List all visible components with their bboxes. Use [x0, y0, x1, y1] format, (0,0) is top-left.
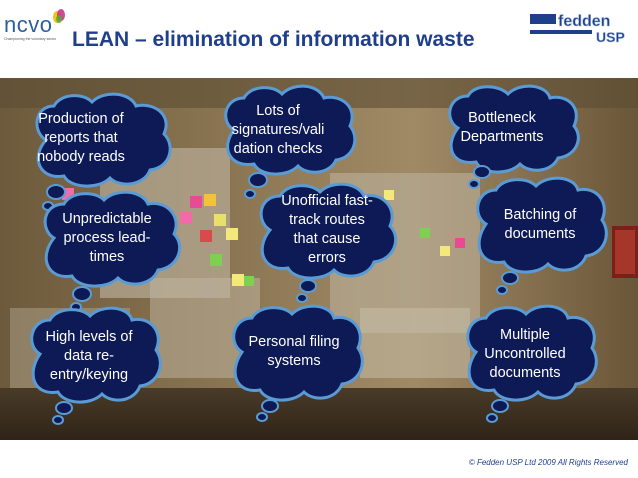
thought-bubble-fast-track: Unofficial fast- track routes that cause… — [252, 182, 402, 303]
slide-header: ncvo Championing the voluntary sector LE… — [0, 0, 638, 78]
bubble-text: Batching of documents — [503, 207, 577, 242]
thought-bubble-batching: Batching of documents — [470, 176, 610, 296]
bubble-text: Bottleneck Departments — [460, 110, 544, 145]
ncvo-logo-tagline: Championing the voluntary sector — [4, 37, 57, 41]
thought-bubble-bottleneck: Bottleneck Departments — [442, 84, 582, 190]
thought-bubble-uncontrolled-documents: Multiple Uncontrolled documents — [460, 304, 600, 424]
fedden-usp-logo: fedden USP — [528, 10, 632, 44]
ncvo-logo-text: ncvo — [4, 12, 53, 37]
bubble-text: Lots of signatures/vali dation checks — [231, 102, 325, 157]
thought-bubble-signatures: Lots of signatures/vali dation checks — [218, 84, 358, 199]
bubble-text: Unofficial fast- track routes that cause… — [281, 193, 373, 266]
thought-bubble-data-reentry: High levels of data re- entry/keying — [24, 306, 164, 426]
bubble-text: Production of reports that nobody reads — [37, 110, 125, 165]
ncvo-logo: ncvo Championing the voluntary sector — [4, 6, 70, 42]
bubble-text: Multiple Uncontrolled documents — [484, 326, 566, 381]
bubble-text: High levels of data re- entry/keying — [45, 328, 133, 383]
bubble-text: Personal filing systems — [248, 334, 340, 369]
bubble-text: Unpredictable process lead- times — [62, 210, 152, 265]
thought-bubble-lead-times: Unpredictable process lead- times — [36, 190, 186, 312]
thought-bubble-personal-filing: Personal filing systems — [226, 304, 366, 422]
svg-text:fedden: fedden — [558, 13, 610, 30]
ncvo-leaf-icon — [53, 9, 65, 23]
thought-bubble-reports: Production of reports that nobody reads — [26, 92, 176, 211]
svg-text:USP: USP — [596, 29, 625, 44]
copyright-footer: © Fedden USP Ltd 2009 All Rights Reserve… — [468, 458, 628, 467]
slide-title: LEAN – elimination of information waste — [72, 28, 475, 51]
